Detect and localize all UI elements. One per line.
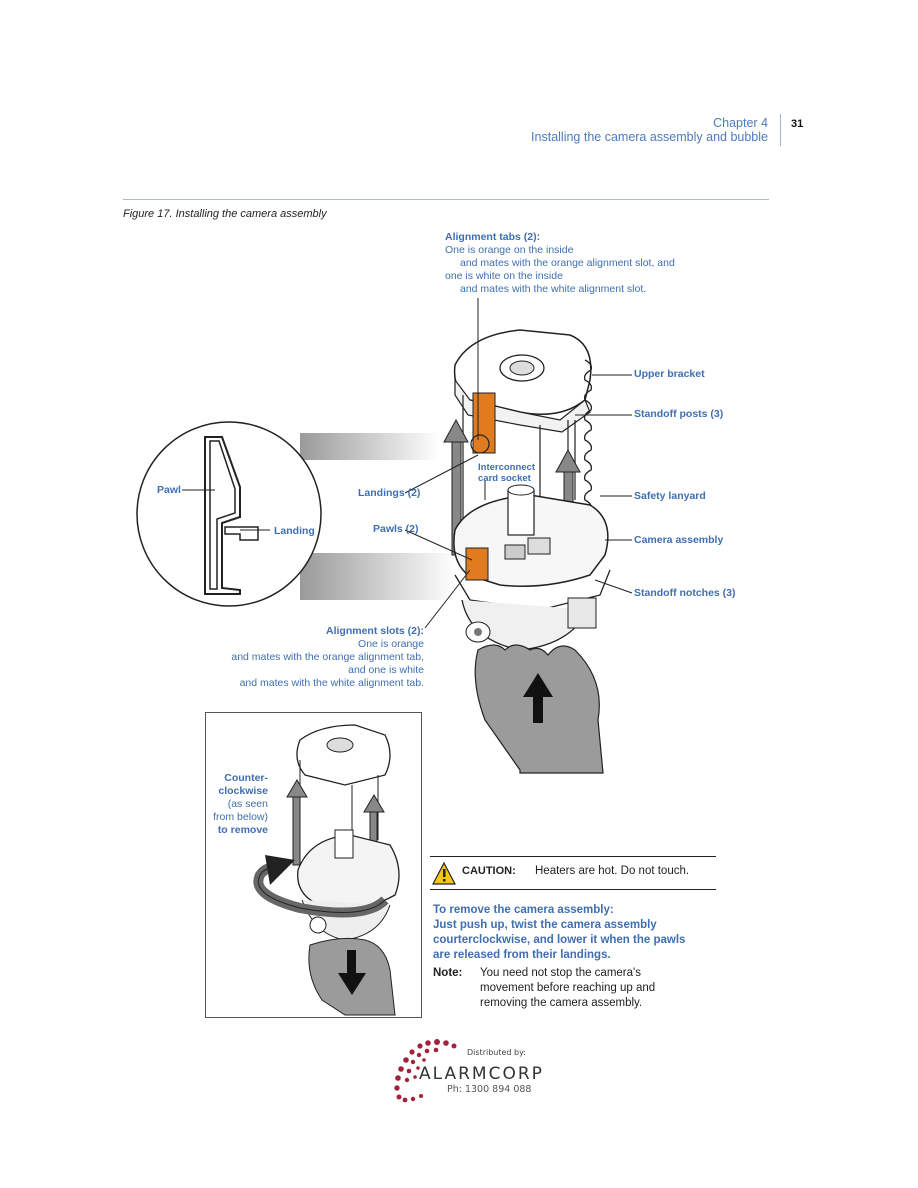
projection-band-lower bbox=[300, 553, 455, 600]
alignment-slots-title: Alignment slots (2): bbox=[325, 625, 424, 637]
page-number: 31 bbox=[791, 118, 804, 130]
remove-title: To remove the camera assembly: bbox=[433, 904, 614, 916]
projection-band-upper bbox=[300, 433, 440, 460]
label-safety-lanyard: Safety lanyard bbox=[634, 490, 706, 502]
remove-line2: courterclockwise, and lower it when the … bbox=[433, 934, 686, 946]
inset-line2: clockwise bbox=[218, 785, 268, 797]
label-standoff-posts: Standoff posts (3) bbox=[634, 408, 724, 420]
label-camera-assembly: Camera assembly bbox=[634, 534, 724, 546]
label-landing: Landing bbox=[274, 525, 315, 537]
chapter-number: Chapter 4 bbox=[713, 116, 768, 130]
removal-inset-frame bbox=[205, 712, 422, 1018]
chapter-title: Installing the camera assembly and bubbl… bbox=[531, 130, 768, 144]
caution-text: Heaters are hot. Do not touch. bbox=[535, 865, 690, 877]
inset-rotation-note: Counter- clockwise (as seen from below) … bbox=[208, 772, 268, 837]
figure-caption: Figure 17. Installing the camera assembl… bbox=[123, 208, 327, 220]
alignment-slots-line3: and one is white bbox=[348, 664, 424, 676]
magnifier-circle bbox=[136, 421, 322, 607]
label-landings: Landings (2) bbox=[358, 487, 421, 499]
inset-line1: Counter- bbox=[224, 772, 268, 784]
caution-rule-bottom bbox=[430, 889, 716, 890]
inset-line5: to remove bbox=[217, 824, 268, 836]
alignment-slots-line2: and mates with the orange alignment tab, bbox=[231, 651, 424, 663]
landing-profile bbox=[224, 526, 259, 541]
label-pawls: Pawls (2) bbox=[373, 523, 419, 535]
distributed-by: Distributed by: bbox=[467, 1048, 526, 1057]
remove-line1: Just push up, twist the camera assembly bbox=[433, 919, 657, 931]
caution-rule-top bbox=[430, 856, 716, 857]
label-interconnect: Interconnect card socket bbox=[478, 462, 535, 484]
label-standoff-notches: Standoff notches (3) bbox=[634, 587, 736, 599]
inset-line3: (as seen bbox=[227, 798, 268, 810]
note-line2: movement before reaching up and bbox=[480, 982, 656, 994]
orange-alignment-tab bbox=[472, 392, 496, 454]
label-pawl: Pawl bbox=[157, 484, 181, 496]
label-interconnect-line1: Interconnect bbox=[478, 462, 536, 473]
alignment-slots-line4: and mates with the white alignment tab. bbox=[239, 677, 424, 689]
note-line3: removing the camera assembly. bbox=[480, 997, 643, 1009]
alignment-slots-line1: One is orange bbox=[358, 638, 424, 650]
note-block: Note: You need not stop the camera's mov… bbox=[433, 966, 655, 1011]
caution-icon bbox=[432, 861, 456, 885]
alignment-tabs-title: Alignment tabs (2): bbox=[445, 231, 541, 243]
alignment-tabs-line1: One is orange on the inside bbox=[445, 244, 574, 256]
alignment-tabs-line4: and mates with the white alignment slot. bbox=[460, 283, 647, 295]
inset-line4: from below) bbox=[213, 811, 268, 823]
label-interconnect-line2: card socket bbox=[478, 473, 531, 484]
alignment-tabs-line3: one is white on the inside bbox=[445, 270, 563, 282]
top-rule bbox=[123, 199, 769, 200]
caution-label: CAUTION: bbox=[462, 865, 516, 877]
up-arrow-black bbox=[523, 673, 553, 723]
note-line1: You need not stop the camera's bbox=[480, 967, 641, 979]
inset-drawing bbox=[253, 724, 400, 1016]
pawl-profile bbox=[204, 436, 241, 595]
remove-line3: are released from their landings. bbox=[433, 949, 611, 961]
note-label: Note: bbox=[433, 967, 463, 979]
alignment-slots-callout: Alignment slots (2): One is orange and m… bbox=[210, 625, 424, 690]
alarmcorp-logo-mark bbox=[394, 1039, 457, 1103]
alignment-tabs-callout: Alignment tabs (2): One is orange on the… bbox=[445, 231, 675, 296]
header-divider bbox=[780, 114, 781, 146]
orange-pawl bbox=[465, 547, 489, 581]
alignment-tabs-line2: and mates with the orange alignment slot… bbox=[460, 257, 675, 269]
remove-instructions: To remove the camera assembly: Just push… bbox=[433, 903, 685, 963]
camera-assembly-drawing bbox=[453, 484, 611, 651]
label-upper-bracket: Upper bracket bbox=[634, 368, 705, 380]
chapter-heading: Chapter 4 Installing the camera assembly… bbox=[531, 116, 768, 144]
alarmcorp-brand: ALARMCORP bbox=[419, 1064, 544, 1084]
alarmcorp-phone: Ph: 1300 894 088 bbox=[447, 1084, 532, 1095]
